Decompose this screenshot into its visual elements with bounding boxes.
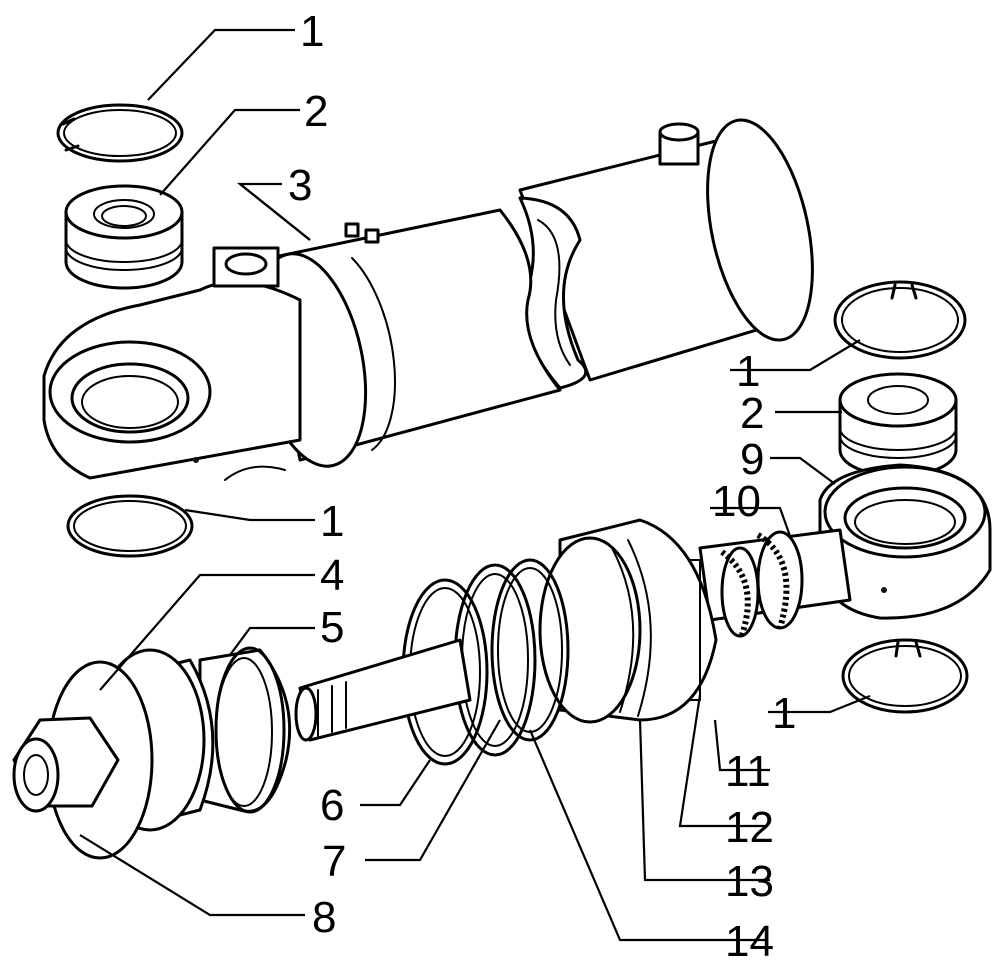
snap-ring-top-left [56,103,184,163]
callout-1-right-lower: 1 [772,689,796,738]
callout-12: 12 [725,803,774,852]
callout-11: 11 [725,747,771,796]
callout-5: 5 [320,603,344,652]
callout-1-left-lower: 1 [320,497,344,546]
callout-7: 7 [322,837,346,886]
callout-8: 8 [312,893,336,942]
callout-10: 10 [712,477,761,526]
piston-rod [698,528,852,638]
spherical-bearing-top-left [64,184,184,290]
cylinder-eye-head [42,246,302,481]
spherical-bearing-right [838,372,958,478]
callout-1-right-upper: 1 [736,347,760,396]
callout-2-top: 2 [304,87,328,136]
snap-ring-right-upper [833,280,967,360]
snap-ring-right-lower [841,638,969,714]
callout-14: 14 [725,917,774,966]
callout-3: 3 [288,161,312,210]
callout-2-right: 2 [740,389,764,438]
rod-eye [818,463,992,620]
snap-ring-left-lower [66,494,194,558]
callout-9: 9 [740,435,764,484]
callout-13: 13 [725,857,774,906]
gland-head [12,646,292,860]
callout-4: 4 [320,551,344,600]
leader-lines [79,28,871,942]
rod-shaft [294,638,472,742]
callout-6: 6 [320,781,344,830]
callout-1-top: 1 [300,7,324,56]
callout-labels: 1 2 3 1 2 9 10 1 4 5 1 11 6 12 7 13 8 14 [288,7,796,966]
